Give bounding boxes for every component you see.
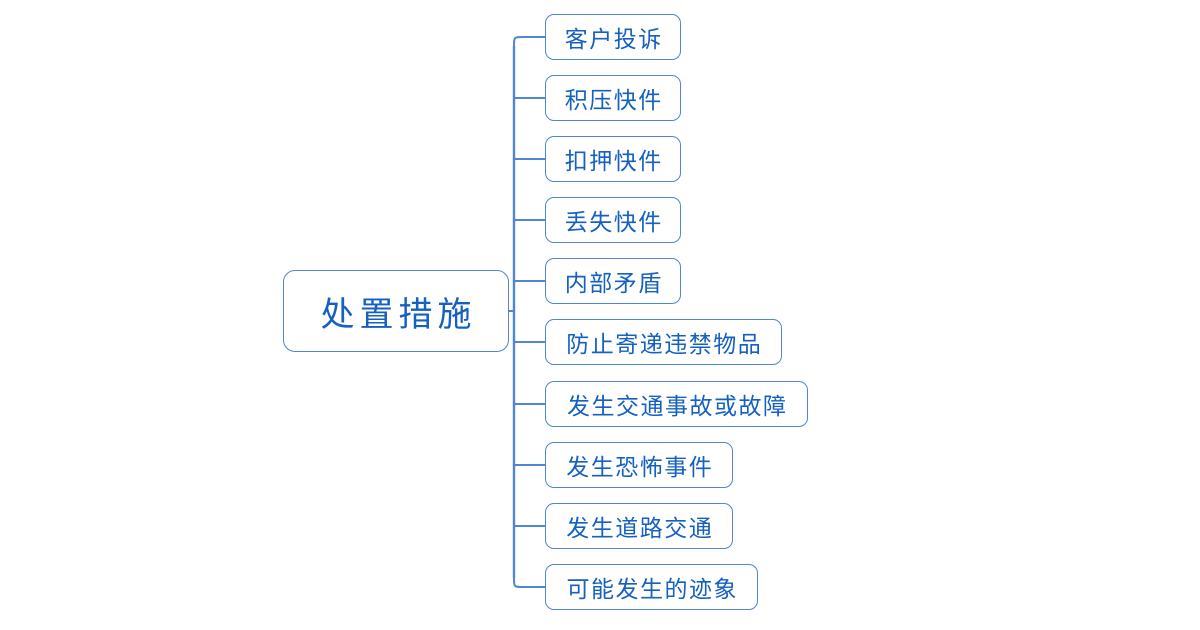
mindmap-node-10[interactable]: 可能发生的迹象 (545, 564, 758, 610)
mindmap-node-8[interactable]: 发生恐怖事件 (545, 442, 733, 488)
mindmap-node-4[interactable]: 丢失快件 (545, 197, 681, 243)
mindmap-node-1[interactable]: 客户投诉 (545, 14, 681, 60)
mindmap-node-6[interactable]: 防止寄递违禁物品 (545, 319, 782, 365)
mindmap-node-2[interactable]: 积压快件 (545, 75, 681, 121)
mindmap-root-node[interactable]: 处置措施 (283, 270, 509, 352)
mindmap-node-7[interactable]: 发生交通事故或故障 (545, 381, 808, 427)
mindmap-node-5[interactable]: 内部矛盾 (545, 258, 681, 304)
mindmap-node-9[interactable]: 发生道路交通 (545, 503, 733, 549)
mindmap-node-3[interactable]: 扣押快件 (545, 136, 681, 182)
